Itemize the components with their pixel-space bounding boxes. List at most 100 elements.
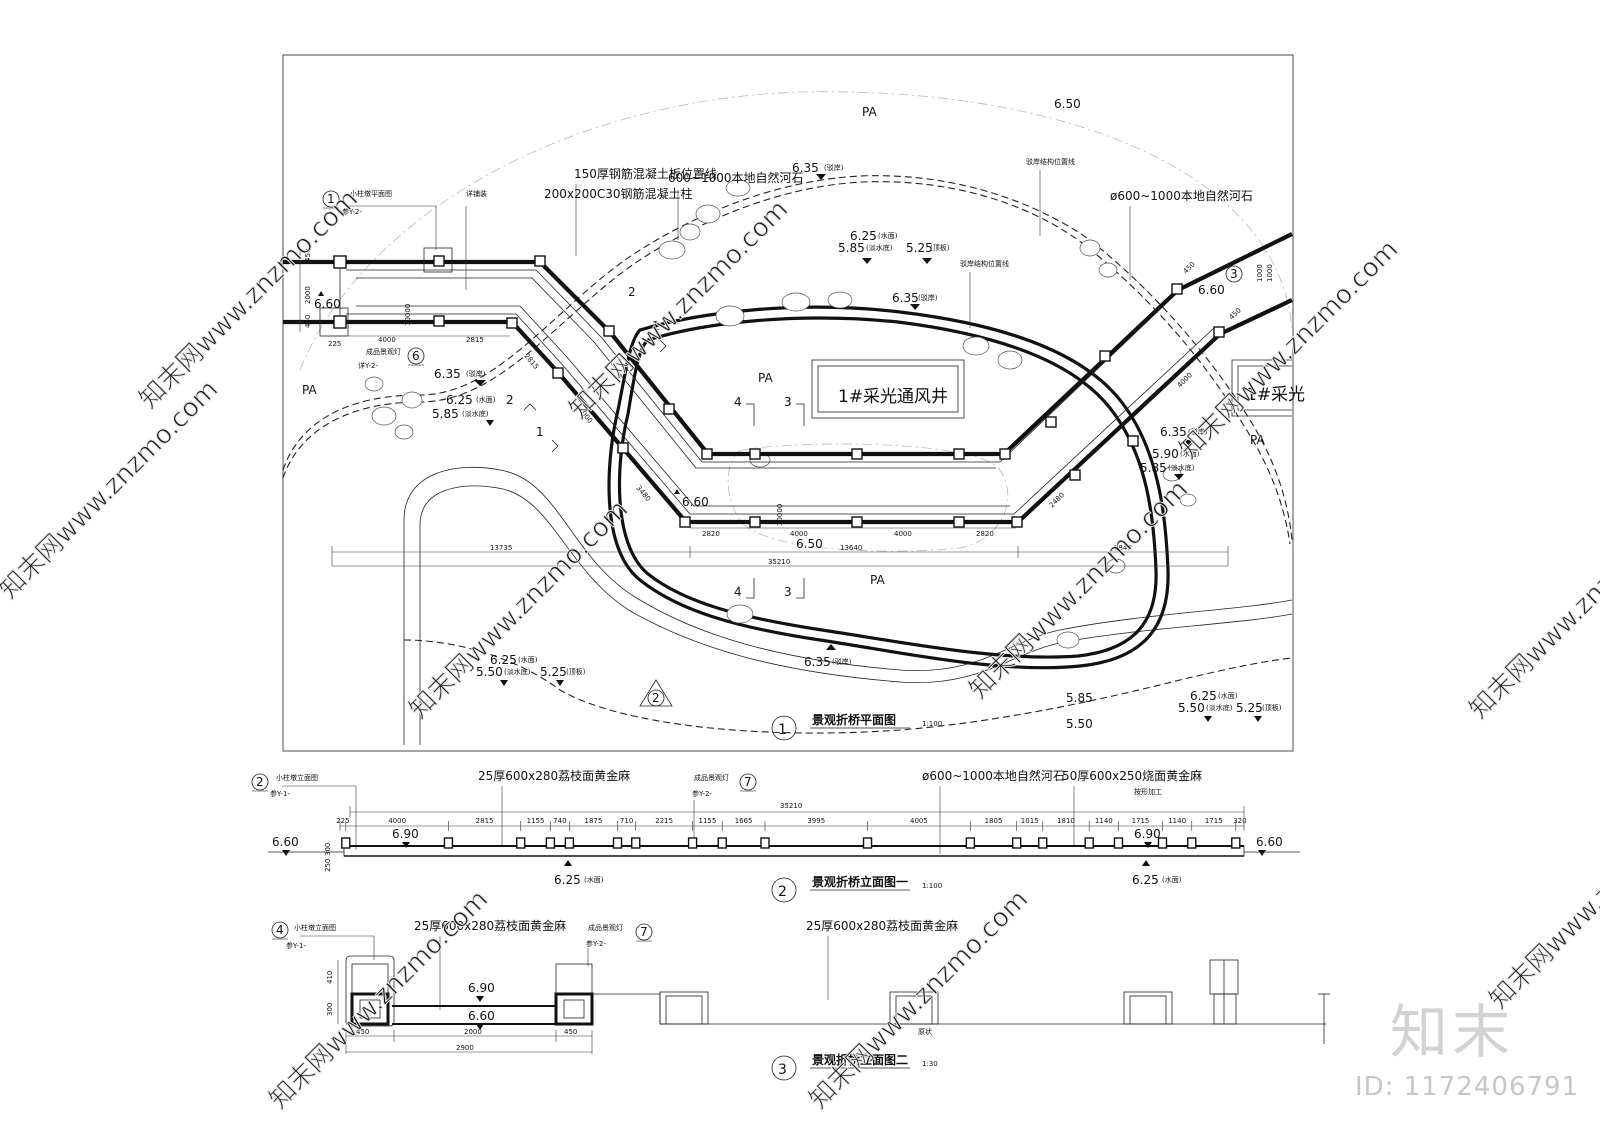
svg-text:(驳岸): (驳岸) xyxy=(918,294,938,302)
svg-text:35210: 35210 xyxy=(768,558,790,566)
svg-text:小柱墩立面图: 小柱墩立面图 xyxy=(294,923,336,932)
svg-text:6.35: 6.35 xyxy=(434,367,461,381)
segment-label: 1715 xyxy=(1132,817,1150,825)
svg-text:3: 3 xyxy=(784,585,792,599)
svg-text:参Y-1-: 参Y-1- xyxy=(270,789,290,798)
svg-text:5.25: 5.25 xyxy=(1236,701,1263,715)
svg-text:6.25: 6.25 xyxy=(446,393,473,407)
svg-text:13640: 13640 xyxy=(840,544,862,552)
svg-text:2900: 2900 xyxy=(456,1044,474,1052)
svg-text:10000: 10000 xyxy=(404,304,412,326)
elevation-post xyxy=(516,837,526,849)
elevation-post xyxy=(612,837,623,849)
svg-text:7: 7 xyxy=(744,775,752,789)
svg-text:2: 2 xyxy=(778,884,787,900)
svg-text:6.60: 6.60 xyxy=(314,297,341,311)
svg-text:6.35: 6.35 xyxy=(892,291,919,305)
svg-text:3: 3 xyxy=(1230,267,1238,281)
svg-text:450: 450 xyxy=(1228,306,1243,321)
svg-text:5.85: 5.85 xyxy=(1066,691,1093,705)
svg-text:2: 2 xyxy=(628,285,636,299)
svg-text:5.50: 5.50 xyxy=(476,665,503,679)
svg-text:1: 1 xyxy=(652,319,660,333)
svg-text:(驳岸): (驳岸) xyxy=(832,658,852,666)
svg-text:知末网www.znzmo.com: 知末网www.znzmo.com xyxy=(404,494,635,725)
svg-text:5.25: 5.25 xyxy=(540,665,567,679)
segment-label: 1810 xyxy=(1057,817,1075,825)
svg-text:景观折桥平面图: 景观折桥平面图 xyxy=(812,712,896,727)
svg-text:6.60: 6.60 xyxy=(1198,283,1225,297)
elevation-post xyxy=(443,837,454,849)
svg-text:1: 1 xyxy=(327,192,335,206)
svg-text:6.50: 6.50 xyxy=(796,537,823,551)
svg-text:450: 450 xyxy=(1182,260,1197,275)
svg-text:35210: 35210 xyxy=(780,802,802,810)
svg-text:5.25: 5.25 xyxy=(906,241,933,255)
elevation-1: 2 小柱墩立面图 参Y-1- 25厚600x280荔枝面黄金麻 成品景观灯 参Y… xyxy=(251,768,1300,903)
elevation-post xyxy=(687,837,698,849)
svg-text:300: 300 xyxy=(326,1003,334,1016)
svg-text:(淡水底): (淡水底) xyxy=(504,667,531,676)
area-labels: PA PA PA PA PA xyxy=(302,105,1265,587)
svg-text:6.50: 6.50 xyxy=(1054,97,1081,111)
shaft-cut-label: 1#采光 xyxy=(1246,385,1305,405)
svg-text:(淡水底): (淡水底) xyxy=(1168,463,1195,472)
elevation-post xyxy=(341,837,351,849)
svg-text:(淡水底): (淡水底) xyxy=(1206,703,1233,712)
svg-text:参Y-2-: 参Y-2- xyxy=(692,789,712,798)
svg-text:驳岸结构位置线: 驳岸结构位置线 xyxy=(960,259,1009,268)
svg-text:1000: 1000 xyxy=(1266,264,1274,282)
svg-text:2820: 2820 xyxy=(976,530,994,538)
svg-text:450: 450 xyxy=(356,1028,369,1036)
svg-text:450: 450 xyxy=(564,1028,577,1036)
svg-text:原状: 原状 xyxy=(918,1027,932,1036)
svg-text:驳岸结构位置线: 驳岸结构位置线 xyxy=(1026,157,1075,166)
svg-text:450: 450 xyxy=(304,249,312,262)
svg-text:成品景观灯: 成品景观灯 xyxy=(694,773,729,782)
svg-text:6.35: 6.35 xyxy=(792,161,819,175)
svg-text:ø600~1000本地自然河石: ø600~1000本地自然河石 xyxy=(1110,188,1253,203)
svg-text:PA: PA xyxy=(862,105,877,119)
segment-label: 1715 xyxy=(1205,817,1223,825)
svg-text:(水面): (水面) xyxy=(1180,449,1200,458)
svg-text:景观折桥立面图二: 景观折桥立面图二 xyxy=(812,1052,908,1067)
svg-text:50厚600x250烧面黄金麻: 50厚600x250烧面黄金麻 xyxy=(1062,768,1202,783)
svg-text:(水面): (水面) xyxy=(1218,691,1238,700)
elevation-post xyxy=(760,837,770,849)
segment-label: 1155 xyxy=(699,817,717,825)
svg-text:7840: 7840 xyxy=(1114,544,1132,552)
svg-text:知末网www.znzmo.com: 知末网www.znzmo.com xyxy=(964,474,1195,705)
watermark-logo: 知末 xyxy=(1390,998,1515,1066)
svg-text:(水面): (水面) xyxy=(1162,875,1182,884)
svg-text:6.60: 6.60 xyxy=(272,835,299,849)
svg-text:4: 4 xyxy=(734,395,742,409)
elevation-post xyxy=(965,837,976,849)
svg-text:410: 410 xyxy=(326,971,334,984)
segment-label: 1875 xyxy=(585,817,603,825)
svg-text:6.60: 6.60 xyxy=(1256,835,1283,849)
svg-text:25厚600x280荔枝面黄金麻: 25厚600x280荔枝面黄金麻 xyxy=(806,918,958,933)
elevation-post xyxy=(1011,837,1022,849)
svg-text:10000: 10000 xyxy=(776,504,784,526)
svg-text:详Y-2-: 详Y-2- xyxy=(358,361,378,370)
svg-text:3: 3 xyxy=(784,395,792,409)
svg-text:2000: 2000 xyxy=(464,1028,482,1036)
svg-text:6.35: 6.35 xyxy=(1160,425,1187,439)
svg-text:1000: 1000 xyxy=(1256,264,1264,282)
svg-text:详铺装: 详铺装 xyxy=(466,189,487,198)
svg-text:6.90: 6.90 xyxy=(392,827,419,841)
svg-text:2: 2 xyxy=(256,775,264,789)
svg-text:(水面): (水面) xyxy=(878,231,898,240)
svg-text:2: 2 xyxy=(506,393,514,407)
elevation-post xyxy=(564,837,575,849)
svg-text:5.85: 5.85 xyxy=(838,241,865,255)
svg-text:参Y-1-: 参Y-1- xyxy=(286,941,306,950)
ventilation-shaft: 1#采光通风井 xyxy=(811,359,965,419)
segment-label: 2215 xyxy=(655,817,673,825)
segment-label: 1015 xyxy=(1021,817,1039,825)
segment-label: 4005 xyxy=(910,817,928,825)
svg-text:(顶板): (顶板) xyxy=(1262,703,1282,712)
svg-text:25厚600x280荔枝面黄金麻: 25厚600x280荔枝面黄金麻 xyxy=(478,768,630,783)
svg-text:1: 1 xyxy=(778,722,787,738)
svg-text:1: 1 xyxy=(536,425,544,439)
